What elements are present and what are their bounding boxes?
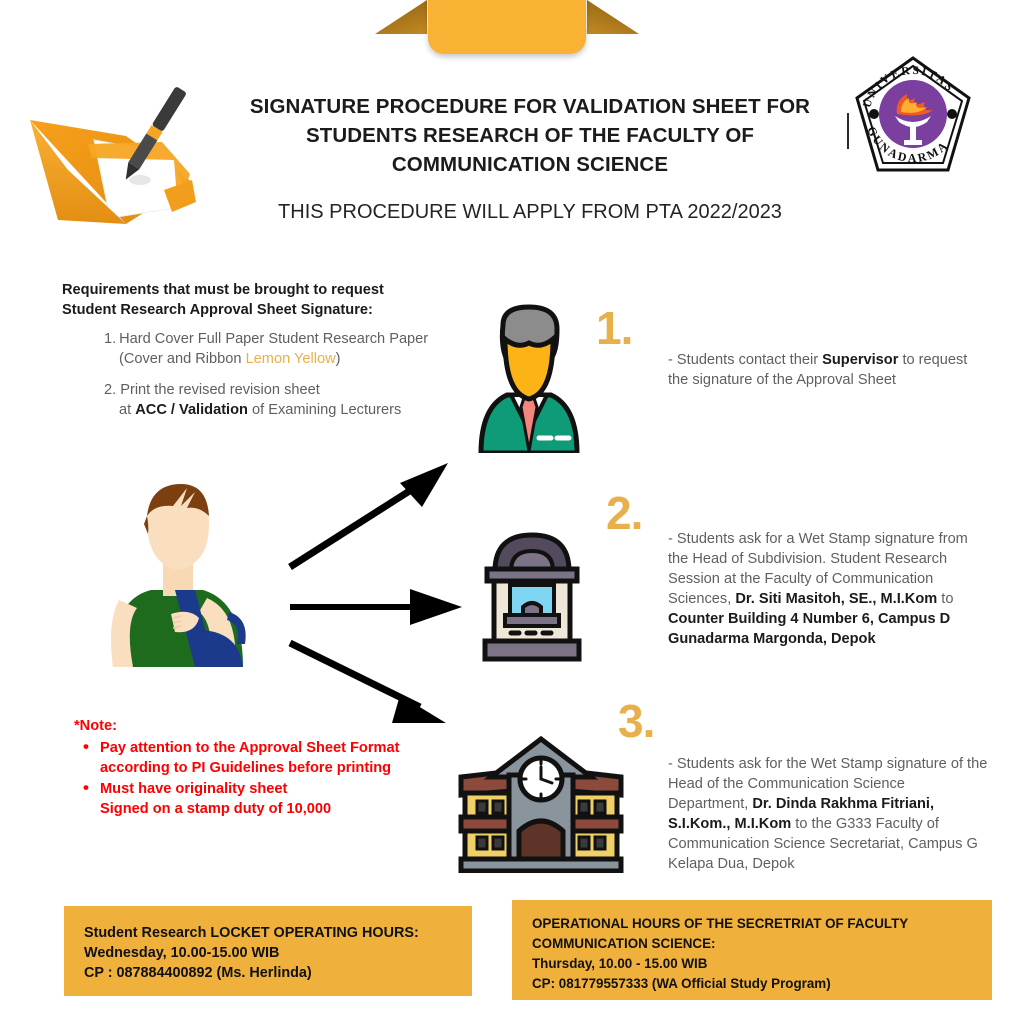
secretariat-hours-box: OPERATIONAL HOURS OF THE SECRETRIAT OF F… xyxy=(512,900,992,1000)
locket-hours-line1: Student Research LOCKET OPERATING HOURS: xyxy=(84,925,419,941)
ribbon-body xyxy=(428,0,586,54)
step-1-bold: Supervisor xyxy=(822,352,899,368)
step-1-description: - Students contact their Supervisor to r… xyxy=(668,352,968,388)
step-3-number: 3. xyxy=(618,695,655,747)
supervisor-person-icon xyxy=(473,303,585,456)
page-subtitle: THIS PROCEDURE WILL APPLY FROM PTA 2022/… xyxy=(278,201,782,223)
ribbon-tail-left xyxy=(375,0,427,34)
requirement-1-continued: (Cover and Ribbon Lemon Yellow) xyxy=(119,350,341,367)
secretariat-hours-line3: Thursday, 10.00 - 15.00 WIB xyxy=(532,956,708,971)
requirements-title: Requirements that must be brought to req… xyxy=(62,282,384,318)
arrow-group xyxy=(280,455,470,730)
ribbon-banner xyxy=(375,0,639,54)
requirement-item-2: 2. Print the revised revision sheet at A… xyxy=(104,381,449,420)
step-1-number: 1. xyxy=(596,302,633,354)
lemon-yellow-highlight: Lemon Yellow xyxy=(245,350,336,367)
requirements-list: 1. Hard Cover Full Paper Student Researc… xyxy=(104,330,449,432)
arrow-up-right-icon xyxy=(288,463,448,570)
secretariat-hours-line1: OPERATIONAL HOURS OF THE SECRETRIAT OF F… xyxy=(532,916,909,931)
requirement-item-1: 1. Hard Cover Full Paper Student Researc… xyxy=(104,330,449,369)
secretariat-hours-line2: COMMUNICATION SCIENCE: xyxy=(532,936,716,951)
acc-validation-bold: ACC / Validation xyxy=(135,401,248,418)
arrow-down-right-icon xyxy=(288,639,446,723)
universitas-gunadarma-logo: UNIVERSITAS GUNADARMA xyxy=(849,52,977,180)
faculty-building-icon xyxy=(455,733,627,874)
step-2-description: - Students ask for a Wet Stamp signature… xyxy=(668,531,968,647)
locket-hours-line2: Wednesday, 10.00-15.00 WIB xyxy=(84,945,280,961)
service-counter-booth-icon xyxy=(477,523,587,665)
note-item-1: Pay attention to the Approval Sheet Form… xyxy=(74,737,464,778)
step-3-description: - Students ask for the Wet Stamp signatu… xyxy=(668,756,988,872)
step-2-number: 2. xyxy=(606,487,643,539)
note-heading: *Note: xyxy=(74,718,117,734)
arrow-right-icon xyxy=(290,589,462,625)
secretariat-hours-line4: CP: 081779557333 (WA Official Study Prog… xyxy=(532,976,831,991)
requirement-2-continued: at ACC / Validation of Examining Lecture… xyxy=(119,401,402,418)
requirement-1-lead: 1. Hard Cover Full Paper Student Researc… xyxy=(104,331,429,347)
locket-hours-box: Student Research LOCKET OPERATING HOURS:… xyxy=(64,906,472,996)
requirement-2-lead: 2. Print the revised revision sheet xyxy=(104,382,320,398)
note-item-2: Must have originality sheet Signed on a … xyxy=(74,778,464,819)
step-2-bold-name: Dr. Siti Masitoh, SE., M.I.Kom xyxy=(735,591,938,607)
signature-pen-folder-icon xyxy=(22,78,222,238)
note-block: *Note: Pay attention to the Approval She… xyxy=(74,716,464,819)
step-2-bold-location: Counter Building 4 Number 6, Campus D Gu… xyxy=(668,611,951,647)
step-3-bold: Dr. Dinda Rakhma Fitriani, S.I.Kom., M.I… xyxy=(668,796,935,832)
locket-hours-line3: CP : 087884400892 (Ms. Herlinda) xyxy=(84,965,312,981)
ribbon-tail-right xyxy=(587,0,639,34)
header-divider xyxy=(847,113,849,149)
page-title: SIGNATURE PROCEDURE FOR VALIDATION SHEET… xyxy=(249,95,811,176)
student-with-backpack-icon xyxy=(103,472,253,667)
